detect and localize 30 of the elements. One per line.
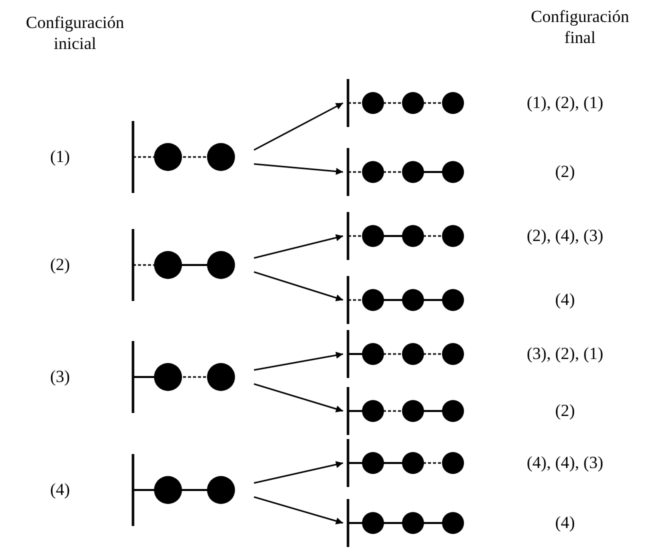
- arrow: [254, 352, 344, 371]
- configuration-label: (1), (2), (1): [526, 92, 604, 113]
- molecule-configuration-drawing: [345, 79, 467, 127]
- configuration-label: (2): [554, 400, 576, 421]
- configuration-label: (4): [49, 480, 71, 500]
- configuration-label: (4): [554, 289, 576, 310]
- molecule-configuration-drawing: [345, 276, 467, 324]
- column-heading: Configuración inicial: [24, 12, 126, 54]
- molecule-configuration-drawing: [345, 439, 467, 487]
- arrow: [254, 102, 344, 151]
- arrow: [254, 271, 344, 302]
- molecule-configuration-drawing: [345, 330, 467, 378]
- arrow: [254, 461, 344, 484]
- configuration-label: (3): [49, 367, 71, 387]
- molecule-configuration-drawing: [345, 212, 467, 260]
- configuration-label: (2): [554, 161, 576, 182]
- column-heading: Configuración final: [530, 6, 630, 48]
- arrow: [254, 163, 344, 175]
- molecule-configuration-drawing: [345, 387, 467, 435]
- configuration-label: (4), (4), (3): [526, 452, 604, 473]
- configuration-label: (3), (2), (1): [526, 343, 604, 364]
- configuration-label: (2): [49, 255, 71, 275]
- configuration-label: (2), (4), (3): [526, 225, 604, 246]
- arrow: [254, 496, 344, 524]
- arrow: [254, 383, 344, 412]
- molecule-configuration-drawing: [345, 499, 467, 547]
- configuration-label: (1): [49, 147, 71, 167]
- molecule-configuration-drawing: [345, 148, 467, 196]
- arrow: [254, 234, 344, 259]
- configuration-label: (4): [554, 512, 576, 533]
